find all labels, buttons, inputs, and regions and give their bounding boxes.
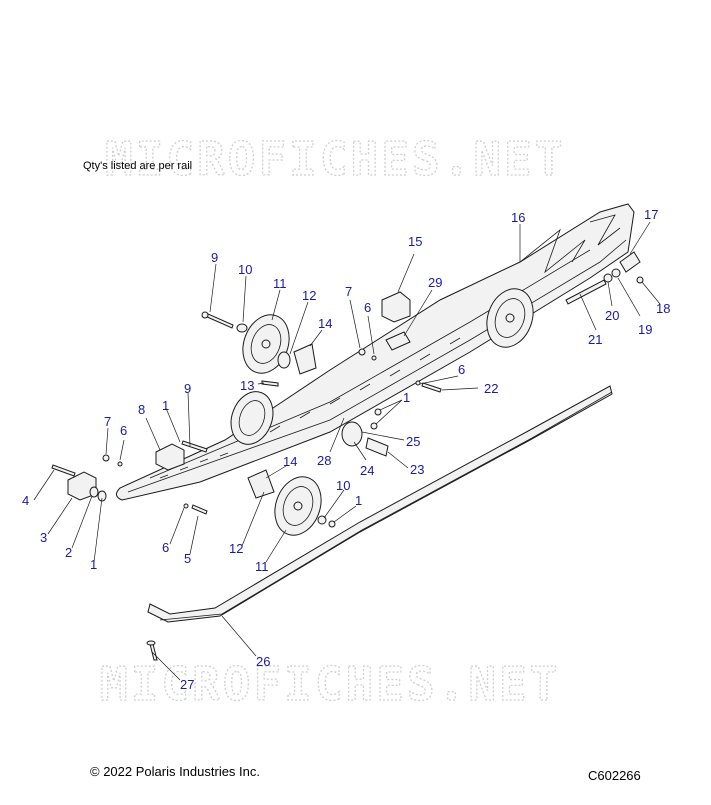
- callout-7: 7: [345, 284, 352, 299]
- callout-10: 10: [238, 262, 252, 277]
- callout-4: 4: [22, 493, 29, 508]
- callout-1b: 1: [403, 390, 410, 405]
- callout-6d: 6: [162, 540, 169, 555]
- callout-1d: 1: [90, 557, 97, 572]
- watermark-top: MICROFICHES.NET: [105, 132, 565, 186]
- callout-13: 13: [240, 378, 254, 393]
- callout-15: 15: [408, 234, 422, 249]
- idler-wheel-lower: [274, 476, 322, 536]
- callout-9b: 9: [184, 381, 191, 396]
- callout-11b: 11: [255, 559, 269, 574]
- callout-7b: 7: [104, 414, 111, 429]
- callout-16: 16: [511, 210, 525, 225]
- callout-6c: 6: [120, 423, 127, 438]
- callout-14: 14: [318, 316, 332, 331]
- callout-3: 3: [40, 530, 47, 545]
- callout-23: 23: [410, 462, 424, 477]
- callout-21: 21: [588, 332, 602, 347]
- callout-28: 28: [317, 453, 331, 468]
- idler-wheel-upper: [242, 314, 290, 374]
- callout-24: 24: [360, 463, 374, 478]
- watermark-bottom: MICROFICHES.NET: [100, 657, 560, 711]
- callout-5: 5: [184, 551, 191, 566]
- idler-wheel-middle: [230, 391, 274, 445]
- callout-12: 12: [302, 288, 316, 303]
- callout-1a: 1: [162, 398, 169, 413]
- callout-9: 9: [211, 250, 218, 265]
- callout-18: 18: [656, 301, 670, 316]
- copyright-text: © 2022 Polaris Industries Inc.: [90, 764, 260, 779]
- callout-labels: 9 10 11 12 14 7 6 15 29 16 17 18 20 19 2…: [22, 207, 670, 692]
- callout-20: 20: [605, 308, 619, 323]
- callout-25: 25: [406, 434, 420, 449]
- diagram-code: C602266: [588, 768, 641, 783]
- callout-10b: 10: [336, 478, 350, 493]
- rail-frame: [116, 203, 635, 501]
- callout-29: 29: [428, 275, 442, 290]
- callout-8: 8: [138, 402, 145, 417]
- quantity-note: Qty's listed are per rail: [83, 160, 193, 172]
- callout-12b: 12: [229, 541, 243, 556]
- callout-6: 6: [364, 300, 371, 315]
- callout-11: 11: [273, 276, 287, 291]
- callout-22: 22: [484, 381, 498, 396]
- rear-wheel: [486, 288, 534, 348]
- callout-1c: 1: [355, 493, 362, 508]
- leader-lines: [33, 221, 661, 681]
- callout-17: 17: [644, 207, 658, 222]
- callout-26: 26: [256, 654, 270, 669]
- callout-14b: 14: [283, 454, 297, 469]
- callout-19: 19: [638, 322, 652, 337]
- callout-27: 27: [180, 677, 194, 692]
- callout-6b: 6: [458, 362, 465, 377]
- wear-strip: [146, 385, 613, 661]
- callout-2: 2: [65, 545, 72, 560]
